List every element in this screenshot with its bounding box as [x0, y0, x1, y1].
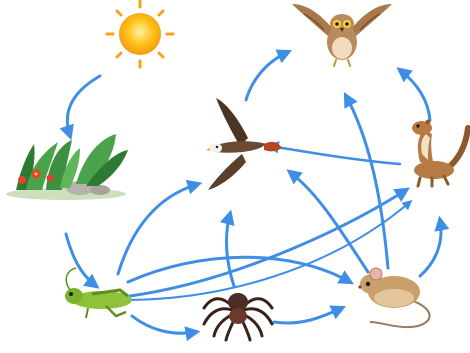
arrow-plants-to-grasshopper: [66, 234, 96, 286]
owl-icon: [292, 4, 392, 66]
arrow-grasshopper-to-hawk: [118, 184, 198, 274]
spider-icon: [204, 293, 272, 340]
arrow-grasshopper-to-spider: [132, 316, 196, 333]
sun-icon: [107, 1, 173, 67]
arrow-mouse-to-weasel: [420, 220, 441, 276]
plant-icon: [6, 134, 128, 200]
arrow-spider-to-hawk: [227, 214, 234, 286]
arrow-sun-to-plants: [67, 76, 100, 136]
hawk-icon: [206, 98, 282, 190]
arrow-spider-to-mouse: [274, 308, 342, 323]
arrow-weasel-to-hawk: [270, 146, 400, 164]
arrow-weasel-to-owl: [400, 70, 430, 120]
arrow-hawk-to-owl: [246, 52, 288, 100]
grasshopper-icon: [65, 268, 132, 318]
weasel-icon: [412, 120, 468, 187]
arrow-mouse-to-hawk: [290, 172, 368, 272]
